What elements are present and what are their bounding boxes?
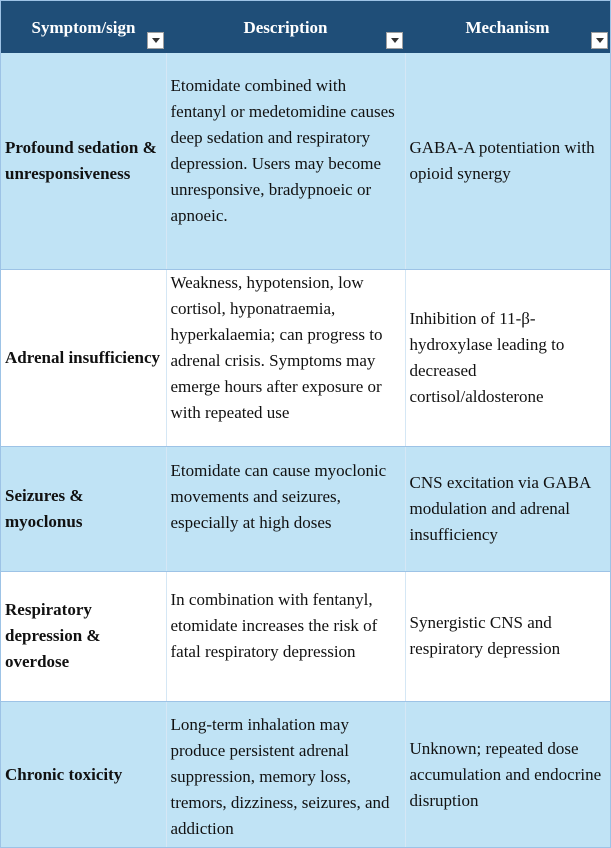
filter-dropdown-button[interactable] [591, 32, 608, 49]
mechanism-cell[interactable]: Unknown; repeated dose accumulation and … [404, 701, 610, 847]
column-header-label: Symptom/sign [31, 18, 136, 37]
symptom-cell[interactable]: Seizures & myoclonus [1, 446, 166, 572]
mechanism-cell[interactable]: CNS excitation via GABA modulation and a… [404, 446, 610, 572]
filter-dropdown-button[interactable] [147, 32, 164, 49]
column-header-mechanism: Mechanism [405, 1, 610, 53]
dropdown-arrow-icon [595, 38, 604, 43]
description-cell[interactable]: Etomidate combined with fentanyl or mede… [165, 53, 405, 270]
description-cell[interactable]: Long-term inhalation may produce persist… [165, 701, 405, 847]
column-header-description: Description [166, 1, 405, 53]
mechanism-cell[interactable]: Synergistic CNS and respiratory depressi… [404, 571, 610, 702]
symptom-cell[interactable]: Adrenal insufficiency [1, 269, 166, 447]
mechanism-cell[interactable]: GABA-A potentiation with opioid synergy [404, 53, 610, 270]
dropdown-arrow-icon [390, 38, 399, 43]
table-row: Respiratory depression & overdose In com… [1, 571, 610, 702]
column-header-symptom: Symptom/sign [1, 1, 166, 53]
mechanism-cell[interactable]: Inhibition of 11-β-hydroxylase leading t… [404, 269, 610, 447]
table-row: Profound sedation & unresponsiveness Eto… [1, 53, 610, 270]
description-cell[interactable]: In combination with fentanyl, etomidate … [165, 571, 405, 702]
dropdown-arrow-icon [151, 38, 160, 43]
description-cell[interactable]: Weakness, hypotension, low cortisol, hyp… [165, 269, 405, 447]
table-row: Adrenal insufficiency Weakness, hypotens… [1, 269, 610, 447]
filter-dropdown-button[interactable] [386, 32, 403, 49]
column-header-label: Mechanism [465, 18, 550, 37]
table-row: Seizures & myoclonus Etomidate can cause… [1, 446, 610, 572]
header-row: Symptom/sign Description Mechanism [1, 1, 610, 53]
symptom-cell[interactable]: Profound sedation & unresponsiveness [1, 53, 166, 270]
table-row: Chronic toxicity Long-term inhalation ma… [1, 701, 610, 847]
description-cell[interactable]: Etomidate can cause myoclonic movements … [165, 446, 405, 572]
symptom-cell[interactable]: Chronic toxicity [1, 701, 166, 847]
column-header-label: Description [243, 18, 328, 37]
symptom-cell[interactable]: Respiratory depression & overdose [1, 571, 166, 702]
